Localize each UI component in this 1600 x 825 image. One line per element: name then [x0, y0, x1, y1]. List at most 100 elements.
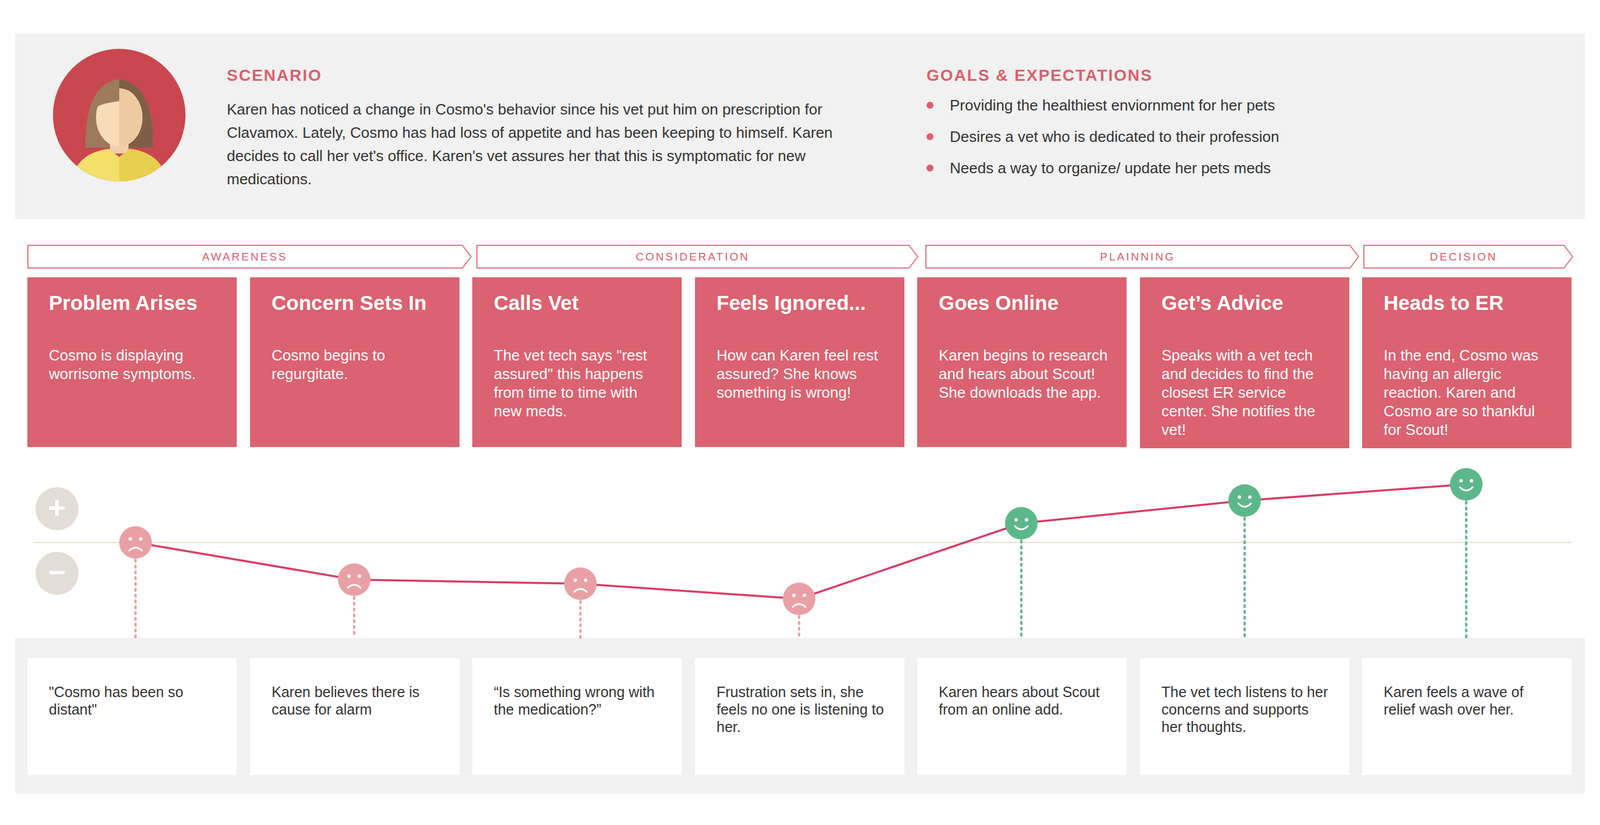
- stage-chevron: [925, 245, 1359, 269]
- quote-card: Karen hears about Scout from an online a…: [917, 658, 1127, 776]
- plus-circle: [35, 487, 79, 531]
- journey-step-card: Calls VetThe vet tech says "rest assured…: [472, 277, 682, 448]
- step-text: How can Karen feel rest assured? She kno…: [716, 346, 887, 402]
- avatar-shirt: [70, 148, 169, 182]
- face-mouth: [1014, 526, 1028, 530]
- quote-text: Karen hears about Scout from an online a…: [938, 683, 1110, 719]
- face-mouth: [129, 547, 142, 551]
- quote-text: "Cosmo has been so distant": [48, 683, 220, 719]
- stage-drop-line: [1243, 518, 1246, 639]
- stage-label: CONSIDERATION: [476, 244, 919, 269]
- happy-face: [1005, 507, 1038, 540]
- step-text: The vet tech says "rest assured" this ha…: [493, 346, 665, 421]
- avatar-illustration: [52, 48, 186, 182]
- header-band: [15, 33, 1585, 220]
- bullet-dot: [926, 133, 934, 141]
- stage-drop-line: [134, 560, 137, 639]
- goal-item: Desires a vet who is dedicated to their …: [926, 125, 1578, 149]
- face-eye: [1014, 518, 1018, 522]
- neutral-baseline: [33, 542, 1572, 544]
- face-mouth: [1238, 503, 1252, 508]
- emotion-line: [135, 484, 1467, 600]
- step-text: Karen begins to research and hears about…: [938, 346, 1110, 402]
- journey-step-card: Feels Ignored... How can Karen feel rest …: [695, 277, 905, 448]
- goal-item: Needs a way to organize/ update her pets…: [926, 156, 1578, 180]
- goal-item: Providing the healthiest enviornment for…: [926, 93, 1578, 117]
- face-circle: [337, 563, 371, 597]
- stage-drop-line: [1020, 540, 1023, 639]
- bullet-dot: [926, 164, 934, 172]
- sad-face: [337, 563, 371, 597]
- journey-step-card: Heads to ERIn the end, Cosmo was having …: [1362, 277, 1572, 449]
- step-heading: Feels Ignored...: [716, 290, 887, 316]
- journey-step-card: Goes OnlineKaren begins to research and …: [917, 277, 1127, 448]
- negative-sign: −: [35, 551, 79, 595]
- stage-chevron: [476, 245, 918, 269]
- step-heading: Concern Sets In: [271, 290, 443, 316]
- step-text: Cosmo is displaying worrisome symptoms.: [48, 346, 220, 384]
- quote-band: [15, 638, 1585, 794]
- stage-arrow: DECISION: [1363, 244, 1574, 269]
- step-text: In the end, Cosmo was having an allergic…: [1383, 346, 1555, 440]
- emotion-graph: [119, 468, 1483, 639]
- face-eye: [792, 593, 796, 598]
- stage-drop-line: [797, 616, 801, 639]
- stage-drop-line: [579, 601, 582, 639]
- section-heading: SCENARIO: [226, 65, 873, 86]
- step-text: Speaks with a vet tech and decides to fi…: [1161, 346, 1332, 440]
- stage-arrow: AWARENESS: [27, 244, 472, 269]
- avatar-shirt-shade: [119, 148, 169, 182]
- avatar-face-shade: [119, 88, 143, 147]
- happy-face: [1449, 468, 1483, 501]
- face-circle: [564, 567, 597, 601]
- avatar-hair: [85, 79, 153, 148]
- goals-column: GOALS & EXPECTATIONS Providing the health…: [926, 65, 1578, 180]
- quote-card: Karen believes there is cause for alarm: [250, 658, 460, 776]
- happy-face: [1228, 484, 1261, 518]
- stage-chevron: [27, 245, 472, 269]
- sad-face: [564, 567, 597, 601]
- face-circle: [119, 526, 152, 559]
- journey-step-card: Concern Sets In Cosmo begins to regurgita…: [250, 277, 460, 448]
- avatar-hair-shade: [119, 79, 153, 148]
- stage-chevron: [1363, 245, 1573, 269]
- face-mouth: [792, 604, 806, 608]
- goal-text: Needs a way to organize/ update her pets…: [949, 159, 1271, 177]
- quote-card: “Is something wrong with the medication?…: [472, 658, 682, 776]
- face-eye: [573, 578, 577, 583]
- stage-label: DECISION: [1363, 244, 1574, 269]
- step-heading: Get’s Advice: [1161, 290, 1332, 316]
- section-heading: GOALS & EXPECTATIONS: [926, 65, 1578, 86]
- step-heading: Calls Vet: [493, 290, 665, 316]
- quote-card: Karen feels a wave of relief wash over h…: [1362, 658, 1572, 776]
- journey-step-card: Get’s AdviceSpeaks with a vet tech and d…: [1139, 277, 1350, 449]
- stage-label: PLAINNING: [925, 244, 1360, 269]
- stage-drop-line: [1465, 501, 1468, 639]
- sad-face: [119, 526, 152, 559]
- quote-card: The vet tech listens to her concerns and…: [1139, 658, 1350, 776]
- journey-step-card: Problem ArisesCosmo is displaying worris…: [27, 277, 237, 448]
- minus-circle: [35, 551, 79, 595]
- face-eye: [1459, 479, 1463, 483]
- face-eye: [1237, 495, 1242, 500]
- face-eye: [583, 578, 588, 583]
- step-heading: Goes Online: [938, 290, 1110, 316]
- face-circle: [1228, 484, 1261, 518]
- goal-text: Desires a vet who is dedicated to their …: [949, 127, 1280, 146]
- step-heading: Problem Arises: [48, 290, 220, 316]
- face-eye: [357, 574, 362, 579]
- face-mouth: [1459, 487, 1473, 491]
- step-text: Cosmo begins to regurgitate.: [271, 346, 443, 384]
- scenario-text: Karen has noticed a change in Cosmo's be…: [226, 97, 873, 191]
- face-eye: [1469, 479, 1474, 483]
- positive-sign: +: [35, 487, 79, 531]
- quote-card: "Cosmo has been so distant": [27, 658, 237, 776]
- face-mouth: [347, 585, 361, 589]
- face-eye: [347, 574, 351, 579]
- face-circle: [1449, 468, 1483, 501]
- quote-text: Karen feels a wave of relief wash over h…: [1383, 683, 1555, 719]
- goal-text: Providing the healthiest enviornment for…: [949, 96, 1275, 114]
- face-eye: [139, 537, 143, 541]
- quote-card: Frustration sets in, she feels no one is…: [695, 658, 905, 776]
- scenario-column: SCENARIO Karen has noticed a change in Co…: [226, 65, 873, 191]
